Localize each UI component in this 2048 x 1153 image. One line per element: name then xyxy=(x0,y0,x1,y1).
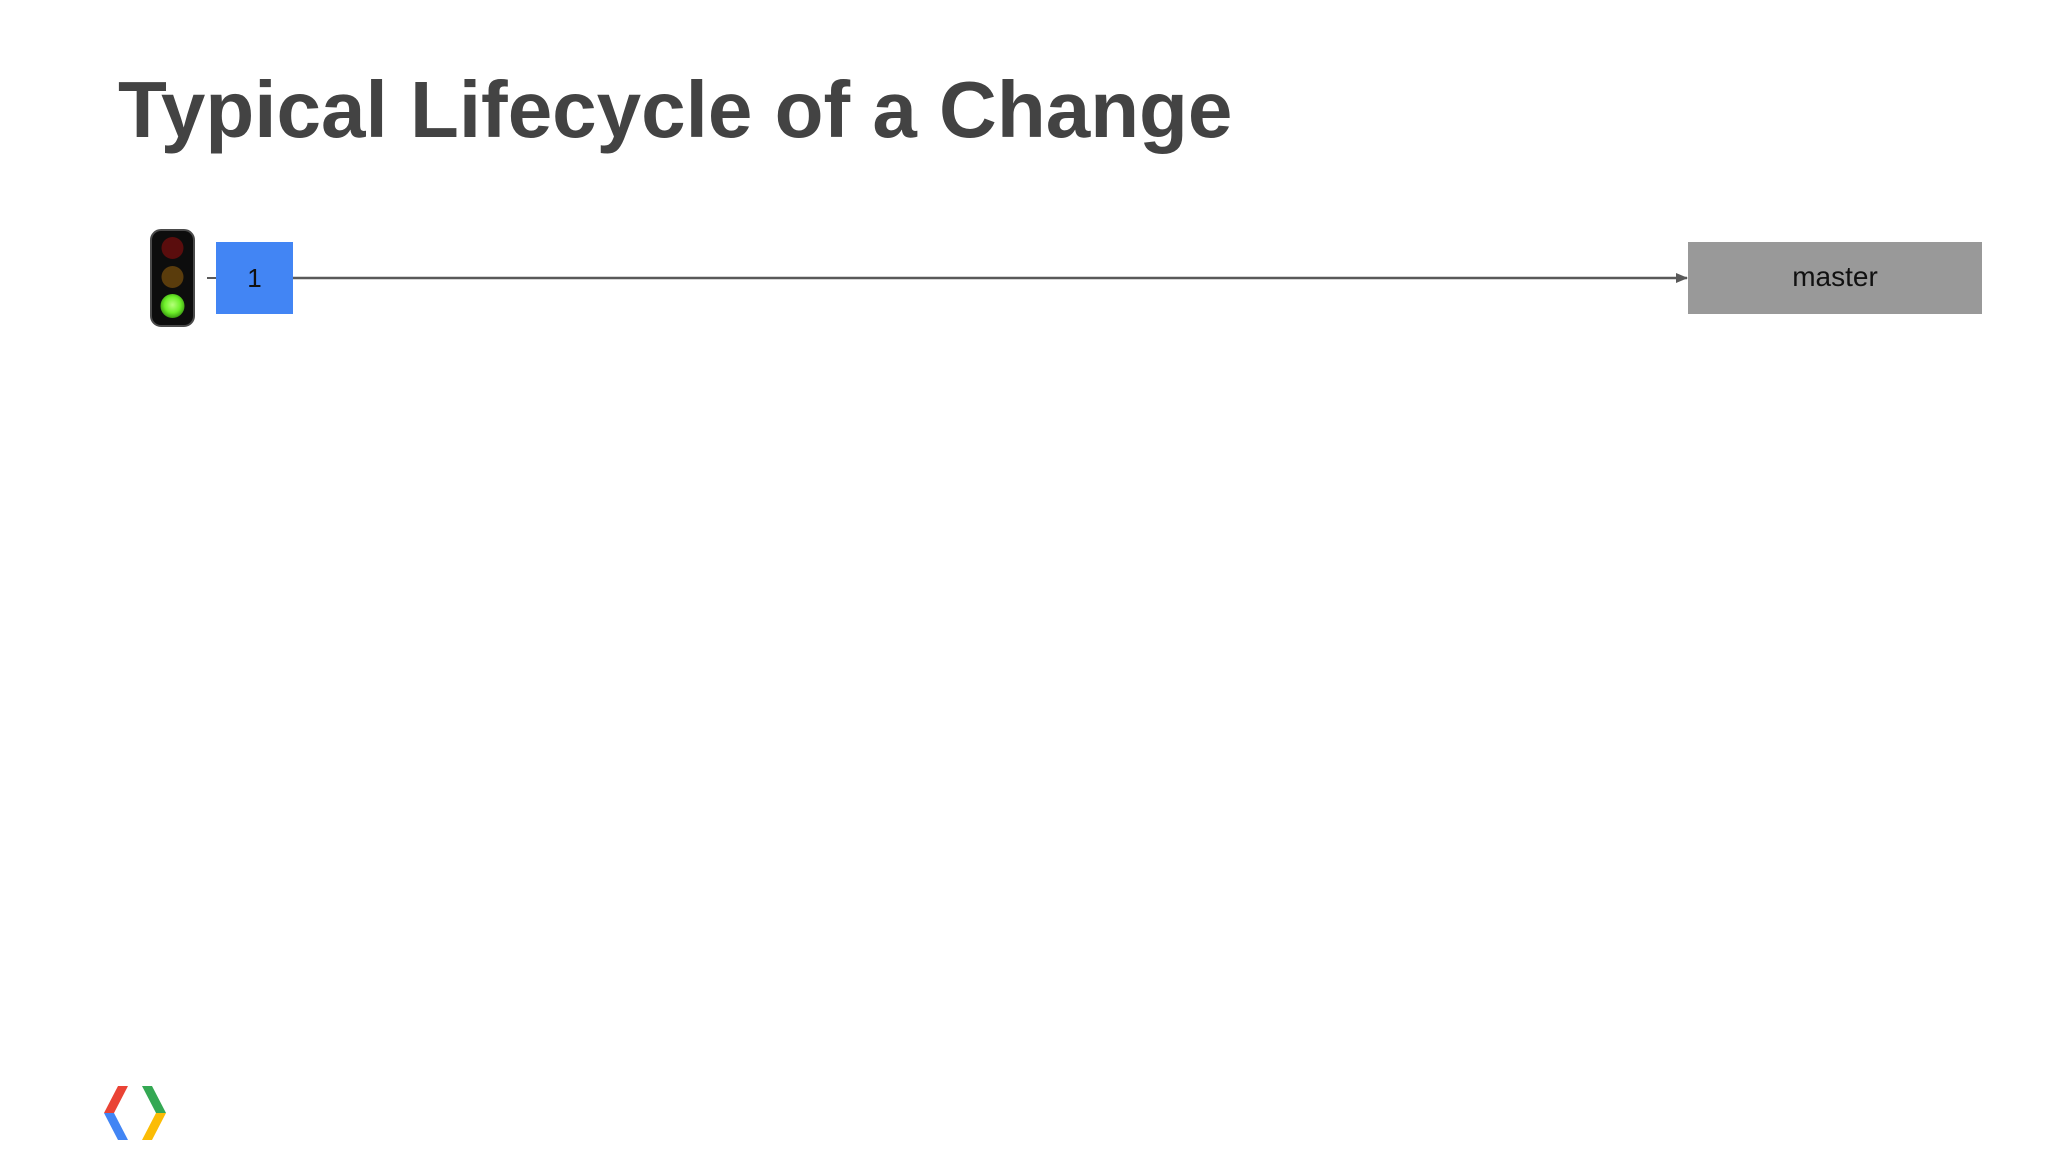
master-branch-label: master xyxy=(1792,261,1878,292)
commit-node[interactable]: 1 xyxy=(216,242,293,314)
master-branch-node[interactable]: master xyxy=(1688,242,1982,314)
google-developers-logo-icon xyxy=(104,1086,166,1140)
traffic-light-icon xyxy=(150,229,195,327)
traffic-light-amber-lamp xyxy=(161,266,184,288)
commit-label: 1 xyxy=(247,263,261,293)
traffic-light-red-lamp xyxy=(161,237,184,259)
slide-title: Typical Lifecycle of a Change xyxy=(118,65,1233,154)
traffic-light-green-lamp xyxy=(160,294,185,318)
